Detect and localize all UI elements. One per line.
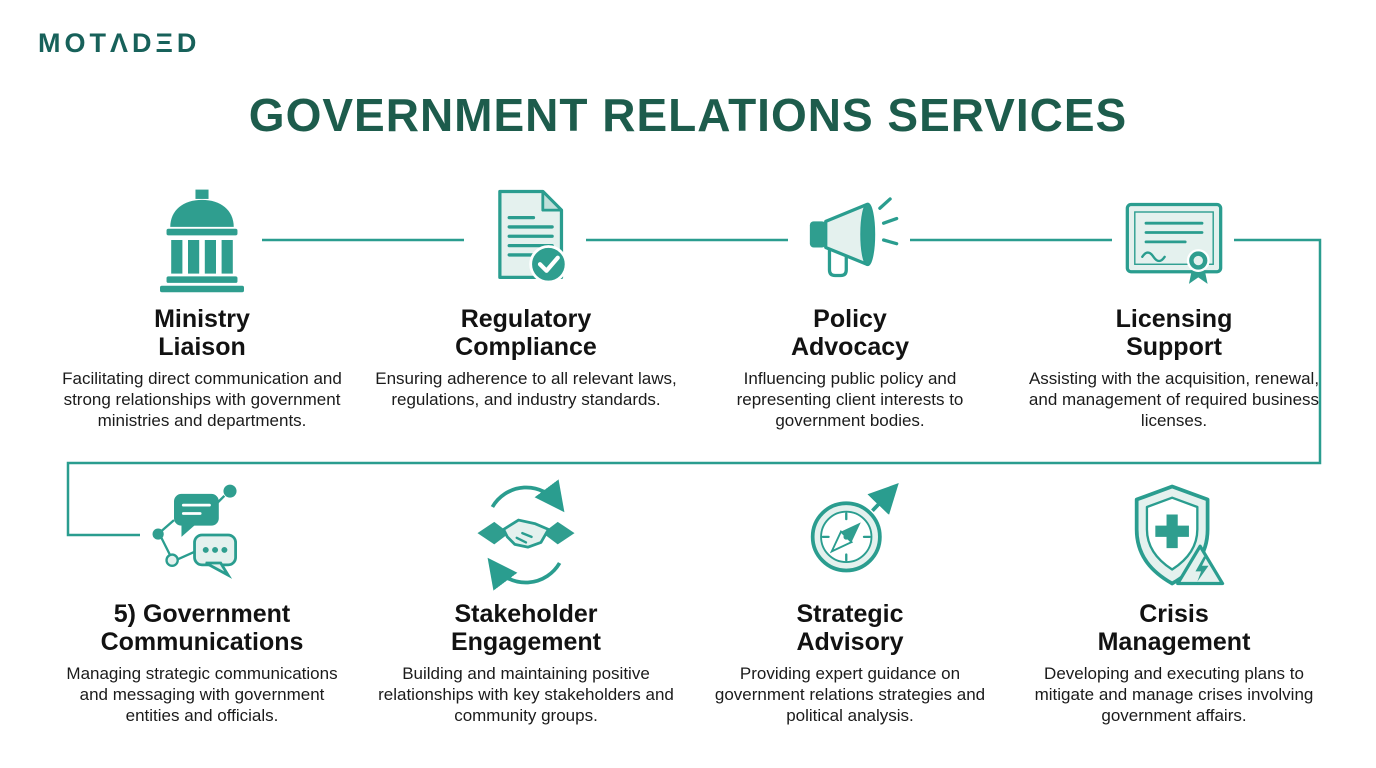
certificate-icon	[1118, 183, 1230, 297]
service-title: Licensing Support	[1115, 305, 1233, 361]
service-card-strategic-advisory: Strategic Advisory Providing expert guid…	[688, 478, 1012, 726]
page-title: GOVERNMENT RELATIONS SERVICES	[248, 89, 1128, 141]
services-row-1: Ministry Liaison Facilitating direct com…	[40, 183, 1336, 431]
megaphone-icon	[794, 183, 906, 297]
service-title: Ministry Liaison	[154, 305, 250, 361]
service-description: Assisting with the acquisition, renewal,…	[1028, 369, 1320, 431]
compass-icon	[794, 478, 906, 592]
service-card-stakeholder-engagement: Stakeholder Engagement Building and main…	[364, 478, 688, 726]
service-title: 5) Government Communications	[100, 600, 304, 656]
service-description: Influencing public policy and representi…	[736, 369, 964, 431]
service-card-ministry-liaison: Ministry Liaison Facilitating direct com…	[40, 183, 364, 431]
service-description: Developing and executing plans to mitiga…	[1034, 664, 1314, 726]
services-row-2: 5) Government Communications Managing st…	[40, 478, 1336, 726]
service-description: Ensuring adherence to all relevant laws,…	[375, 369, 677, 410]
service-title: Strategic Advisory	[796, 600, 904, 656]
service-title: Policy Advocacy	[790, 305, 910, 361]
service-description: Building and maintaining positive relati…	[378, 664, 674, 726]
service-description: Facilitating direct communication and st…	[62, 369, 342, 431]
document-check-icon	[470, 183, 582, 297]
handshake-icon	[470, 478, 582, 592]
service-title: Stakeholder Engagement	[450, 600, 602, 656]
service-title: Crisis Management	[1097, 600, 1251, 656]
brand-logo: MOTΛDΞD	[38, 28, 201, 58]
service-title: Regulatory Compliance	[455, 305, 597, 361]
service-description: Providing expert guidance on government …	[714, 664, 986, 726]
service-description: Managing strategic communications and me…	[66, 664, 338, 726]
service-card-policy-advocacy: Policy Advocacy Influencing public polic…	[688, 183, 1012, 431]
service-card-government-communications: 5) Government Communications Managing st…	[40, 478, 364, 726]
network-chat-icon	[146, 478, 258, 592]
shield-cross-icon	[1118, 478, 1230, 592]
service-card-licensing-support: Licensing Support Assisting with the acq…	[1012, 183, 1336, 431]
service-card-crisis-management: Crisis Management Developing and executi…	[1012, 478, 1336, 726]
government-building-icon	[146, 183, 258, 297]
service-card-regulatory-compliance: Regulatory Compliance Ensuring adherence…	[364, 183, 688, 431]
